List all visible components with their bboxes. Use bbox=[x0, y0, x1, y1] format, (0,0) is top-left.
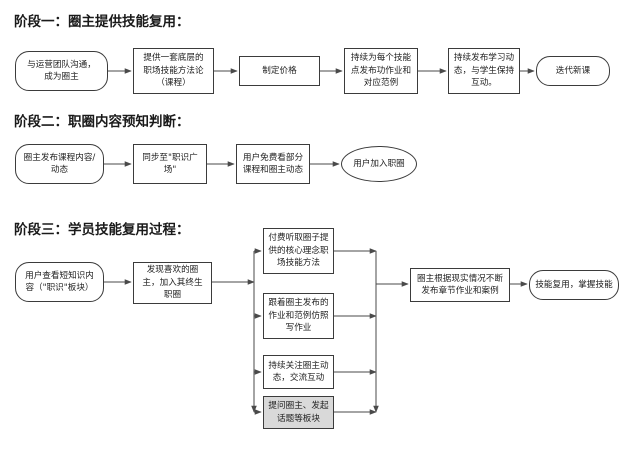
s1-node-become-owner: 与运营团队沟通， 成为圈主 bbox=[15, 51, 108, 91]
s3-node-skill-reuse: 技能复用，掌握技能 bbox=[529, 270, 619, 300]
s3-node-join-lifelong-circle: 发现喜欢的圈 主，加入其终生 职圈 bbox=[133, 262, 212, 304]
stage-3-title: 阶段三：学员技能复用过程： bbox=[14, 222, 190, 238]
s1-node-publish-homework: 持续为每个技能 点发布功作业和 对应范例 bbox=[344, 48, 418, 94]
s3-node-follow-homework: 跟着圈主发布的 作业和范例仿照 写作业 bbox=[263, 293, 334, 339]
s3-node-browse-knowledge: 用户查看短知识内 容（"职识"板块） bbox=[15, 262, 104, 302]
s3-node-pay-core-method: 付费听取圈子提 供的核心理念职 场技能方法 bbox=[263, 228, 334, 274]
s2-node-sync-square: 同步至"职识广 场" bbox=[133, 144, 207, 184]
s3-node-owner-chapter-homework: 圈主根据现实情况不断 发布章节作业和案例 bbox=[410, 268, 510, 302]
s2-node-owner-publish: 圈主发布课程内容/ 动态 bbox=[15, 144, 104, 184]
s1-node-publish-updates: 持续发布学习动 态，与学生保持 互动。 bbox=[448, 48, 520, 94]
stage-2-title: 阶段二：职圈内容预知判断： bbox=[14, 114, 190, 130]
stage-1-title: 阶段一：圈主提供技能复用： bbox=[14, 14, 190, 30]
s2-node-join-circle: 用户加入职圈 bbox=[341, 146, 417, 182]
s1-node-iterate-course: 迭代新课 bbox=[536, 56, 610, 86]
s3-node-ask-owner: 提问圈主、发起 话题等板块 bbox=[263, 396, 334, 429]
s2-node-free-preview: 用户免费看部分 课程和圈主动态 bbox=[236, 144, 310, 184]
s1-node-provide-course: 提供一套底层的 职场技能方法论 （课程） bbox=[133, 48, 214, 94]
s1-node-set-price: 制定价格 bbox=[239, 56, 320, 86]
s3-node-follow-updates: 持续关注圈主动 态，交流互动 bbox=[263, 355, 334, 389]
